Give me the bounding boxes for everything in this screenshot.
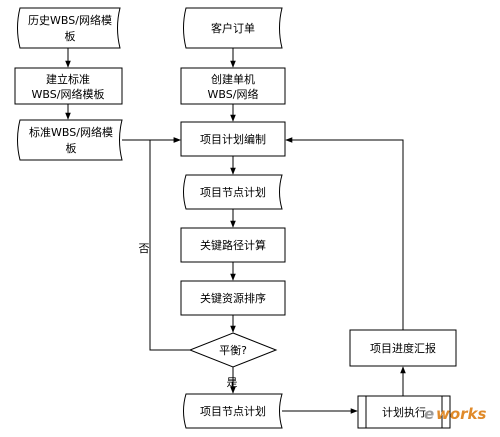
watermark-part1: e [424, 405, 434, 423]
watermark-logo: e works [424, 405, 487, 423]
node-milestone-plan-2: 项目节点计划 [183, 393, 283, 429]
edge-report-to-compile [285, 137, 404, 330]
node-plan-execute-text: 计划执行 [382, 405, 426, 419]
node-standard-template-line2: 板 [66, 141, 77, 155]
edge-balance-no-loop [149, 137, 190, 351]
node-milestone-plan-1-text: 项目节点计划 [200, 186, 266, 199]
node-standard-template: 标准WBS/网络模 板 [17, 119, 123, 161]
node-milestone-plan-2-text: 项目节点计划 [200, 405, 266, 418]
node-create-single: 创建单机 WBS/网络 [180, 67, 286, 105]
node-critical-path: 关键路径计算 [180, 227, 286, 263]
node-standard-template-line1: 标准WBS/网络模 [29, 125, 113, 139]
edge-label-yes: 是 [227, 376, 238, 389]
node-history-template-line1: 历史WBS/网络模 [28, 13, 112, 27]
node-resource-sort-text: 关键资源排序 [200, 291, 266, 305]
node-history-template-line2: 板 [65, 29, 76, 43]
edge-label-no: 否 [139, 242, 150, 255]
watermark-part2: works [436, 405, 487, 423]
node-create-single-line1: 创建单机 [211, 72, 255, 86]
node-resource-sort: 关键资源排序 [180, 280, 286, 316]
node-create-single-line2: WBS/网络 [208, 87, 259, 101]
node-progress-report: 项目进度汇报 [349, 329, 457, 367]
node-milestone-plan-1: 项目节点计划 [183, 174, 283, 210]
node-balance-decision: 平衡? [188, 332, 278, 368]
node-build-standard-line2: WBS/网络模板 [32, 87, 105, 101]
node-history-template: 历史WBS/网络模 板 [17, 7, 121, 49]
node-customer-order: 客户订单 [183, 7, 283, 49]
node-plan-execute: 计划执行 [357, 395, 451, 429]
node-balance-text: 平衡? [219, 344, 247, 357]
node-build-standard: 建立标准 WBS/网络模板 [14, 67, 123, 105]
node-plan-compile-text: 项目计划编制 [200, 132, 266, 146]
node-plan-compile: 项目计划编制 [180, 121, 286, 157]
node-build-standard-line1: 建立标准 [46, 72, 90, 86]
node-progress-report-text: 项目进度汇报 [370, 341, 436, 355]
node-critical-path-text: 关键路径计算 [200, 238, 266, 252]
node-customer-order-text: 客户订单 [211, 21, 255, 35]
